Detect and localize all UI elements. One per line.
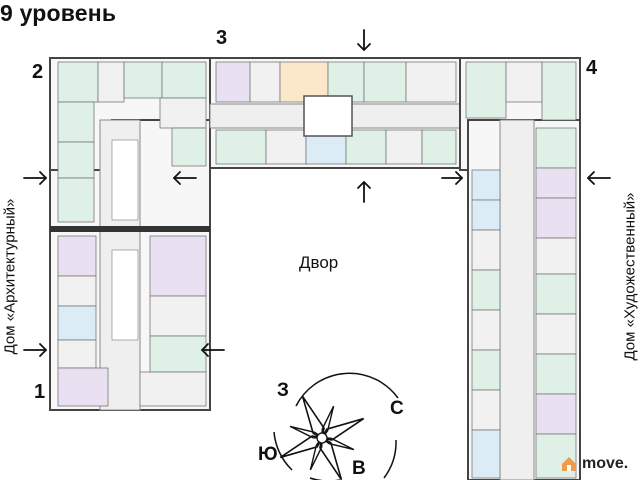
- section-3-label: 3: [216, 27, 228, 49]
- floor-title: 9 уровень: [0, 0, 117, 26]
- move-house-logo-icon: [562, 457, 576, 471]
- house-architectural-label: Дом «Архитектурный»: [1, 198, 19, 355]
- entrance-arrow-icon: [357, 181, 371, 203]
- compass-east-label: В: [352, 458, 366, 479]
- entrance-arrow-icon: [201, 343, 225, 357]
- left-wing: [49, 57, 211, 411]
- entrance-arrow-icon: [441, 171, 463, 185]
- compass-west-label: З: [277, 380, 289, 401]
- entrance-arrows: [23, 29, 611, 357]
- compass-south-label: Ю: [258, 444, 278, 465]
- section-1-label: 1: [34, 381, 46, 403]
- brand-name: move.: [582, 455, 629, 472]
- right-wing: [459, 57, 581, 480]
- compass-star-icon: [279, 395, 365, 480]
- house-artistic-label: Дом «Художественный»: [621, 192, 639, 361]
- compass-north-label: С: [390, 398, 404, 419]
- entrance-arrow-icon: [23, 171, 47, 185]
- entrance-arrow-icon: [173, 171, 197, 185]
- entrance-arrow-icon: [587, 171, 611, 185]
- compass: [273, 372, 399, 480]
- section-2-label: 2: [32, 61, 44, 83]
- entrance-arrow-icon: [23, 343, 47, 357]
- yard-label: Двор: [299, 253, 339, 272]
- top-wing: [209, 57, 461, 169]
- entrance-arrow-icon: [357, 29, 371, 51]
- section-4-label: 4: [586, 57, 598, 79]
- brand-logo: move.: [560, 452, 640, 476]
